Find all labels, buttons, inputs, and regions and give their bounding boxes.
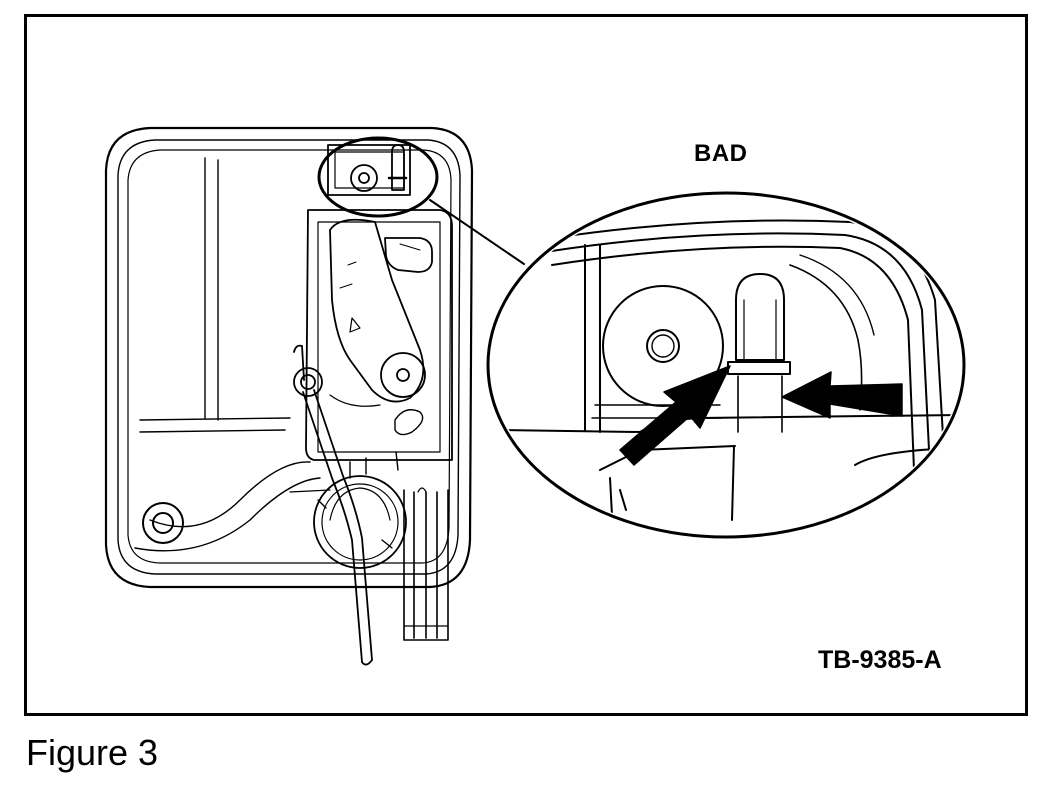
figure-frame <box>24 14 1028 716</box>
ribbed-cable <box>403 487 449 641</box>
reference-code: TB-9385-A <box>818 646 942 674</box>
detail-highlight-ellipse <box>317 136 439 218</box>
actuating-rod <box>293 344 373 666</box>
latch-mechanism <box>305 209 453 461</box>
pointer-arrow-left <box>619 365 731 466</box>
housing-recess-lines <box>134 157 321 552</box>
round-connector <box>289 451 407 569</box>
pointer-arrow-right <box>781 371 903 419</box>
figure-caption: Figure 3 <box>26 732 159 773</box>
mounting-boss-lower-left <box>142 502 184 544</box>
magnified-detail <box>486 191 966 539</box>
top-bracket <box>327 144 411 196</box>
status-label: BAD <box>694 140 748 167</box>
leader-line <box>429 199 525 265</box>
